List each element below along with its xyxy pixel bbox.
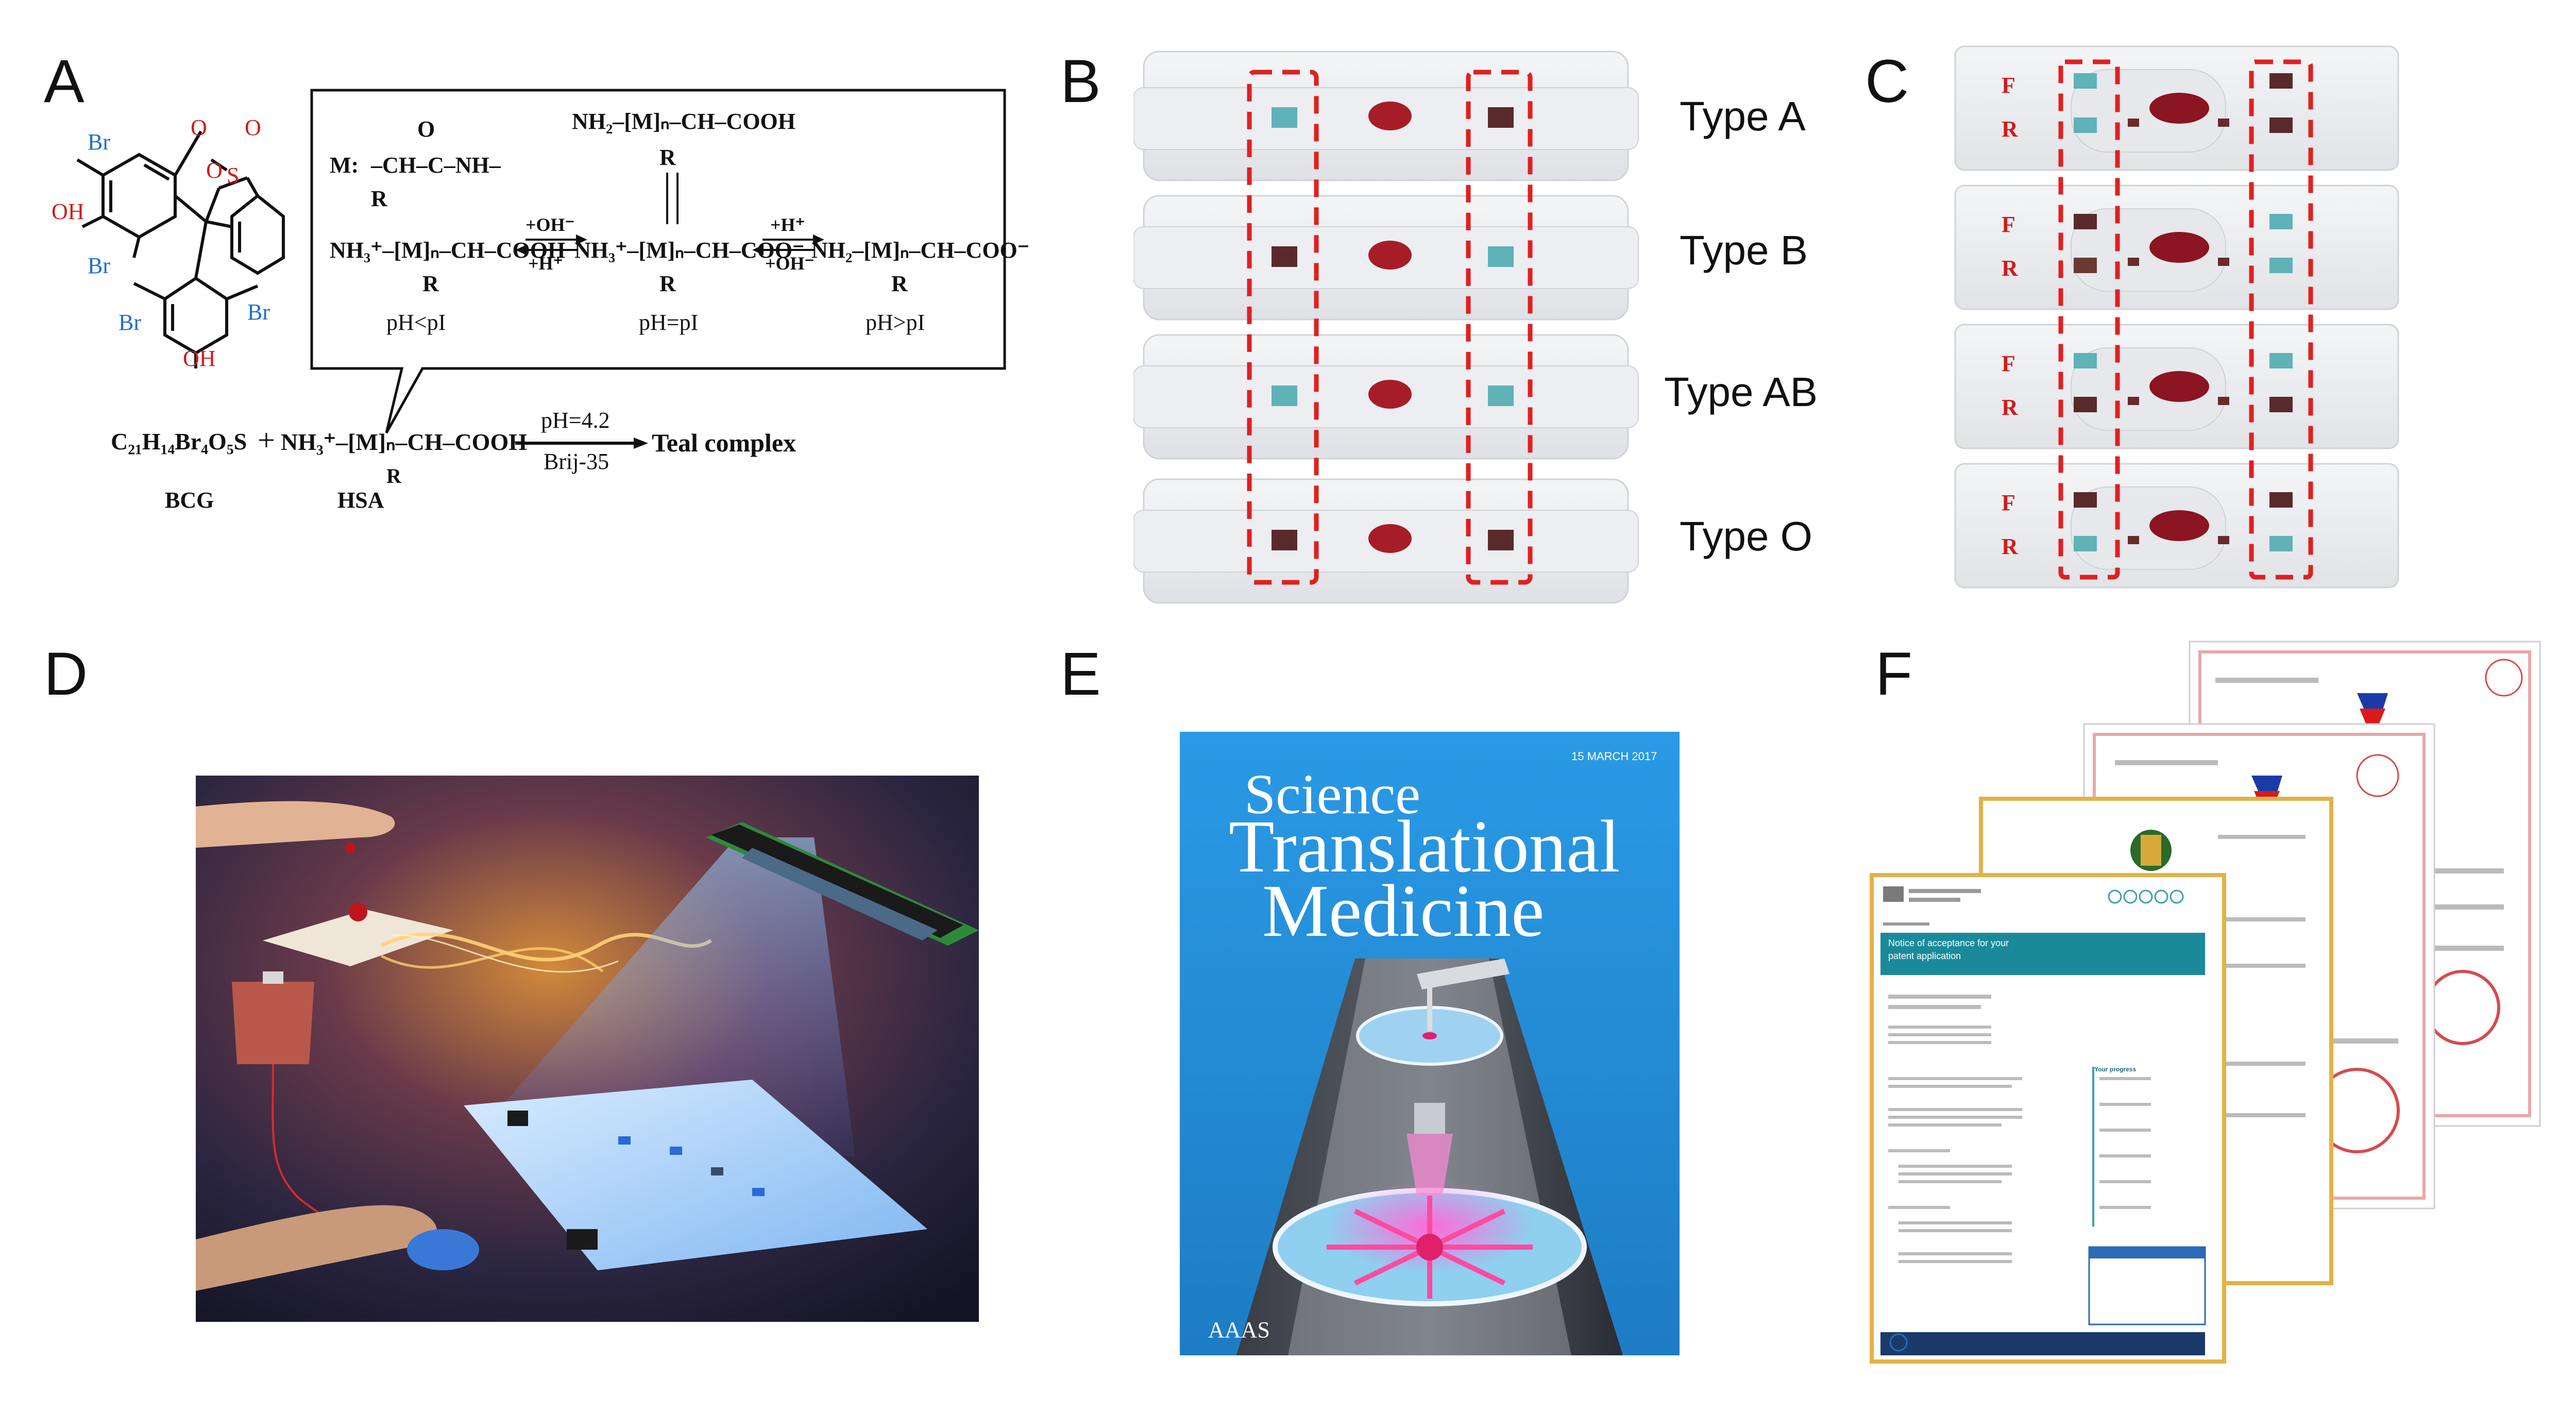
bcg-br-atom-4: Br [247, 299, 270, 325]
fr-dashed-box-right [2249, 59, 2313, 580]
panel-label-f: F [1875, 640, 1913, 708]
smartphone-detection-illustration [196, 776, 979, 1322]
forward-reverse-strips [1954, 45, 2399, 589]
oh-minus-2: +OH⁻ [765, 253, 815, 274]
strip-type-ab [1133, 334, 1639, 460]
dashed-box-right [1466, 70, 1533, 585]
type-label-o: Type O [1680, 513, 1812, 559]
mid-chain-r: R [659, 271, 676, 296]
equilibrium-arrows [515, 173, 824, 256]
top-chain-r: R [659, 145, 676, 170]
amide-fragment: –CH–C–NH– [371, 153, 501, 178]
condition-top: pH=4.2 [541, 408, 610, 433]
fr-dashed-box-left [2058, 59, 2120, 580]
r-label-1: R [2002, 116, 2018, 142]
fr-strip-3 [1954, 324, 2399, 449]
bcg-br-atom-2: Br [88, 253, 110, 278]
h-plus-2: +H⁺ [770, 214, 805, 235]
bcg-oh-atom-2: OH [183, 346, 216, 371]
panel-label-e: E [1060, 640, 1101, 708]
reaction-arrow [515, 438, 648, 449]
r-label-4: R [2002, 534, 2018, 559]
left-chain-r: R [422, 271, 439, 296]
journal-title-line1: Science [1244, 763, 1421, 826]
panel-label-b: B [1060, 47, 1101, 115]
bcg-o-atom-1: O [191, 115, 207, 140]
panel-label-c: C [1865, 47, 1909, 115]
dashed-box-left [1247, 70, 1319, 585]
bcg-br-atom-1: Br [88, 129, 110, 155]
journal-cover-background [1180, 732, 1680, 1355]
journal-date: 15 MARCH 2017 [1571, 750, 1657, 763]
right-chain: NH₂–[M]ₙ–CH–COO⁻ [811, 238, 1030, 263]
ph-eq: pH=pI [639, 310, 699, 335]
blood-type-strips [1133, 51, 1639, 604]
bcg-molecule-structure: S O O O Br OH Br Br Br OH [52, 115, 285, 371]
hsa-speech-bubble [310, 89, 1006, 434]
journal-title-line2: Translational [1229, 805, 1620, 888]
f-label-1: F [2002, 73, 2015, 98]
panel-label-d: D [44, 640, 88, 708]
panel-label-a: A [44, 47, 84, 115]
hsa-chain-r: R [386, 464, 401, 488]
fr-strip-1 [1954, 45, 2399, 171]
f-label-3: F [2002, 351, 2015, 376]
bcg-label: BCG [165, 488, 214, 513]
oh-minus-1: +OH⁻ [526, 214, 575, 235]
r-label-2: R [2002, 256, 2018, 281]
patent-notice-title-2: patent application [1888, 951, 1961, 961]
type-label-b: Type B [1680, 227, 1808, 273]
aaas-logo: AAAS [1208, 1317, 1270, 1342]
journal-title-line3: Medicine [1262, 870, 1545, 952]
fr-strip-4 [1954, 463, 2399, 589]
right-chain-r: R [891, 271, 908, 296]
fr-strip-2 [1954, 184, 2399, 310]
type-label-a: Type A [1680, 93, 1806, 139]
patent-notice-document [1870, 873, 2226, 1364]
bcg-br-atom-3: Br [118, 310, 141, 335]
bcg-s-atom: S [227, 163, 239, 188]
monomer-label: M: [330, 153, 359, 178]
amide-r: R [371, 186, 387, 211]
bcg-o-atom-2: O [245, 115, 261, 140]
f-label-4: F [2002, 490, 2015, 515]
hsa-chain: NH₃⁺–[M]ₙ–CH–COOH [281, 429, 528, 455]
patent-progress-label: Your progress [2094, 1066, 2137, 1073]
ph-lt: pH<pI [386, 310, 446, 335]
f-label-2: F [2002, 212, 2015, 237]
ph-gt: pH>pI [866, 310, 925, 335]
strip-type-a [1133, 51, 1639, 181]
bcg-oh-atom-1: OH [52, 199, 84, 224]
r-label-3: R [2002, 395, 2018, 420]
strip-type-b [1133, 195, 1639, 321]
top-chain: NH₂–[M]ₙ–CH–COOH [572, 109, 796, 134]
product-label: Teal complex [652, 428, 796, 457]
amide-o: O [417, 116, 435, 142]
hsa-label: HSA [337, 488, 384, 513]
condition-bottom: Brij-35 [544, 449, 609, 474]
strip-type-o [1133, 478, 1639, 604]
bcg-o-atom-3: O [206, 158, 223, 183]
type-label-ab: Type AB [1664, 369, 1818, 415]
plus-sign: + [258, 423, 275, 457]
patent-notice-title-1: Notice of acceptance for your [1888, 938, 2009, 948]
h-plus-1: +H⁺ [528, 253, 563, 274]
bcg-formula: C₂₁H₁₄Br₄O₅S [111, 428, 247, 455]
